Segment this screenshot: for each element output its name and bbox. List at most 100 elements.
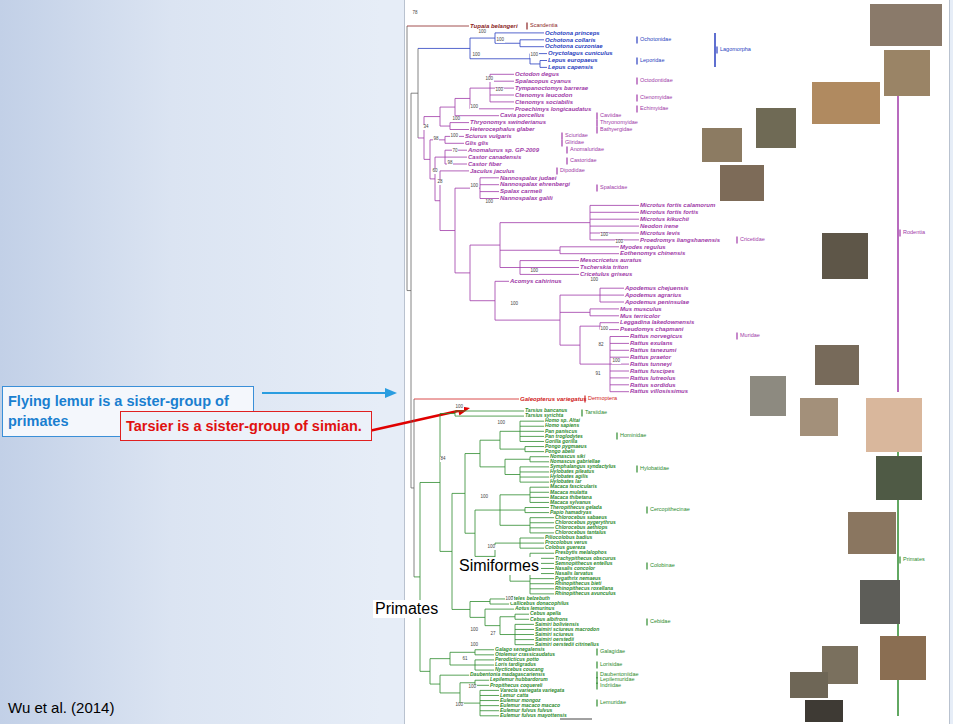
tree-branch [590,226,639,227]
photo [812,82,880,124]
family-bar [566,147,567,154]
species-name: Apodemus peninsulae [625,299,689,305]
tree-branch [495,543,520,544]
bootstrap-value: 100 [530,269,539,274]
species-name: Rattus tanezumi [630,347,676,353]
species-name: Jaculus jaculus [470,168,515,174]
tree-branch [560,246,619,247]
tree-branch [510,581,530,582]
tree-branch [440,126,450,127]
tree-branch [490,74,514,75]
bootstrap-value: 82 [598,343,604,348]
tree-branch [540,60,547,61]
family-name: Leporidae [640,58,664,64]
family-bar [566,158,567,165]
tree-branch [590,233,639,234]
photo [720,165,764,201]
tree-branch [485,625,500,626]
tree-branch [520,482,549,483]
tree-branch [475,510,500,511]
bootstrap-value: 100 [468,685,477,690]
tree-branch [525,446,544,447]
tree-branch [520,477,549,478]
bootstrap-value: 91 [595,372,601,377]
species-name: Ochotona princeps [545,30,600,36]
tree-branch [525,512,549,513]
species-name: Myodes regulus [620,244,666,250]
tree-branch [520,274,579,275]
tree-branch [450,129,469,130]
tree-branch [520,426,544,427]
species-name: Eulemur fulvus mayottensis [500,713,567,718]
bootstrap-value: 100 [510,302,519,307]
family-name: Primates [903,557,925,563]
tree-branch [450,652,475,653]
family-name: Cercopithecinae [650,507,690,513]
bootstrap-value: 100 [530,53,539,58]
tree-branch [560,345,580,346]
family-name: Ctenomyidae [640,95,672,101]
tree-branch [480,710,499,711]
family-name: Indriidae [600,683,621,689]
tree-branch [530,583,554,584]
tree-branch [455,411,524,412]
species-name: Ctenomys sociabilis [515,99,573,105]
tree-branch [455,272,470,273]
family-bar [636,78,637,85]
tree-branch [455,675,469,676]
tree-branch [470,300,495,301]
tree-branch [495,43,520,44]
species-name: Neodon irene [640,223,678,229]
tree-branch [475,665,494,666]
bootstrap-value: 100 [495,88,504,93]
photo [702,128,742,162]
tree-branch [435,200,440,201]
species-name: Sciurus vulgaris [465,133,512,139]
bootstrap-value: 100 [505,597,514,602]
tree-branch [610,384,629,385]
group-label: Primates [373,600,440,618]
bootstrap-value: 100 [478,30,487,35]
bootstrap-value: 100 [612,359,621,364]
family-bar [596,120,597,127]
bootstrap-value: 100 [452,117,461,122]
tree-branch [610,343,629,344]
tree-branch [490,101,514,102]
tree-branch [420,671,430,672]
tree-branch [480,177,499,178]
family-name: Cricetidae [740,237,765,243]
bootstrap-value: 98 [433,137,439,142]
photo [880,636,926,680]
tree-branch [530,532,554,533]
photo [790,672,828,698]
tree-branch [500,616,515,617]
tree-branch [590,212,639,213]
family-name: Octodontidae [640,78,673,84]
tree-branch [520,436,544,437]
tree-branch [500,267,520,268]
tree-branch [470,245,500,246]
family-bar [646,563,647,570]
tree-branch [414,576,420,577]
family-bar [646,507,647,514]
tree-branch [580,326,600,327]
family-bar [616,433,617,440]
tree-branch [430,178,435,179]
family-bar [636,466,637,473]
species-name: Rattus villosissimus [630,388,688,394]
tree-branch [520,431,544,432]
species-name: Rattus fuscipes [630,368,675,374]
photo [866,398,922,452]
tree-branch [490,604,509,605]
tree-branch [475,654,494,655]
tree-branch [600,322,619,323]
species-name: Mus musculus [620,306,662,312]
species-name: Pseudomys chapmani [620,326,683,332]
family-bar [581,410,582,417]
species-name: Rattus praetor [630,354,671,360]
tree-branch [500,494,530,495]
species-name: Glis glis [465,140,488,146]
family-name: Castoridae [570,158,597,164]
bootstrap-value: 70 [452,149,458,154]
tree-branch [530,527,554,528]
